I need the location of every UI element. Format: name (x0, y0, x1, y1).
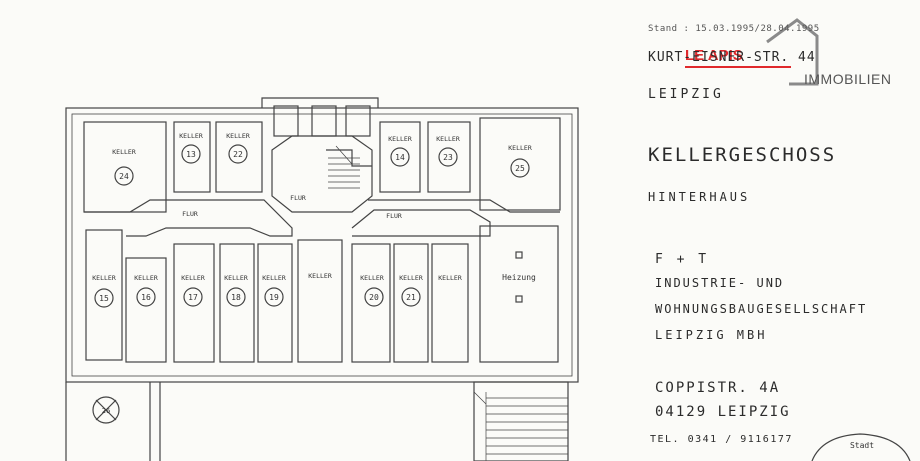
stair-hall (271, 135, 373, 213)
company-street: COPPISTR. 4A (655, 380, 781, 396)
room-number-25: 25 (515, 164, 525, 173)
floor-title: KELLERGESCHOSS (648, 144, 837, 166)
company-zip-city: 04129 LEIPZIG (655, 404, 791, 420)
room-number-14: 14 (395, 153, 405, 162)
company-line2: WOHNUNGSBAUGESELLSCHAFT (655, 302, 868, 316)
room-number-13: 13 (186, 150, 196, 159)
room-number-18: 18 (231, 293, 241, 302)
outer-wall (65, 107, 579, 383)
stamp-text: Stadt (850, 441, 874, 450)
building-title: HINTERHAUS (648, 190, 751, 204)
room-number-22: 22 (233, 150, 243, 159)
room-number-23: 23 (443, 153, 453, 162)
company-ft: F + T (655, 252, 710, 267)
room-13 (173, 121, 211, 193)
room-label: KELLER (399, 274, 423, 282)
room-number-16: 16 (141, 293, 151, 302)
room-label: KELLER (92, 274, 116, 282)
room-number-20: 20 (369, 293, 379, 302)
company-line3: LEIPZIG MBH (655, 328, 768, 342)
company-tel: TEL. 0341 / 9116177 (650, 434, 793, 445)
room-label: KELLER (112, 148, 136, 156)
city: LEIPZIG (648, 87, 724, 102)
room-number-19: 19 (269, 293, 279, 302)
room-number-21: 21 (406, 293, 416, 302)
room-keller-center (297, 239, 343, 363)
room-label: KELLER (360, 274, 384, 282)
room-14 (379, 121, 421, 193)
room-label: KELLER (226, 132, 250, 140)
room-label: KELLER (388, 135, 412, 143)
room-number-24: 24 (119, 172, 129, 181)
room-label: KELLER (134, 274, 158, 282)
room-label: KELLER (436, 135, 460, 143)
corridor-label: FLUR (182, 210, 198, 218)
room-19 (257, 243, 293, 363)
room-number-17: 17 (188, 293, 198, 302)
exterior-stair (473, 381, 569, 461)
room-16 (125, 257, 167, 363)
outside-mark: 26 (102, 407, 110, 415)
room-label: KELLER (181, 274, 205, 282)
room-label: KELLER (308, 272, 332, 280)
room-15 (85, 229, 123, 361)
room-label: KELLER (262, 274, 286, 282)
room-23 (427, 121, 471, 193)
room-22 (215, 121, 263, 193)
room-label: KELLER (179, 132, 203, 140)
room-label: KELLER (508, 144, 532, 152)
corridor-label: FLUR (386, 212, 402, 220)
heating-label: Heizung (502, 273, 536, 282)
address: KURT-EISNER-STR. 44 (648, 50, 816, 65)
room-keller-right (431, 243, 469, 363)
company-line1: INDUSTRIE- UND (655, 276, 785, 290)
corridor-label: FLUR (290, 194, 306, 202)
room-label: KELLER (438, 274, 462, 282)
room-20 (351, 243, 391, 363)
room-17 (173, 243, 215, 363)
room-21 (393, 243, 429, 363)
room-number-15: 15 (99, 294, 109, 303)
logo-sub: IMMOBILIEN (804, 71, 892, 87)
room-25 (479, 117, 561, 211)
logo-brand: LE APIS (685, 47, 743, 64)
room-heizung (479, 225, 559, 363)
room-label: KELLER (224, 274, 248, 282)
stand-date: Stand : 15.03.1995/28.04.1995 (648, 24, 820, 34)
le-apis-logo-icon (685, 18, 819, 86)
stamp (811, 433, 911, 461)
room-18 (219, 243, 255, 363)
